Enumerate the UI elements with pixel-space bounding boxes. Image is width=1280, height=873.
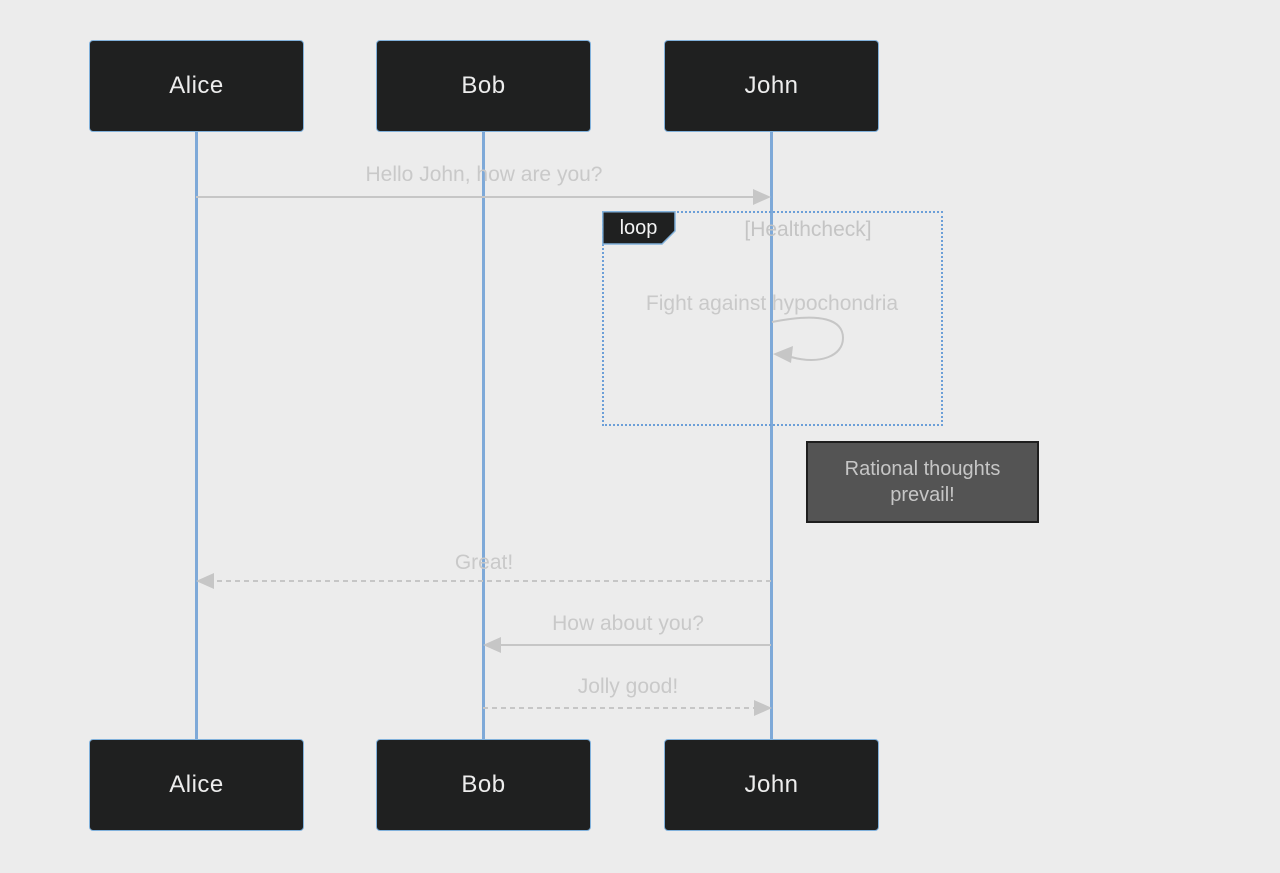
actor-label: John	[744, 771, 799, 798]
actor-bottom-bob: Bob	[376, 739, 591, 831]
actor-label: Bob	[461, 72, 506, 99]
arrow-how-about-you	[483, 637, 771, 653]
message-label-great: Great!	[454, 551, 514, 574]
message-label-how: How about you?	[552, 612, 704, 635]
loop-frame	[602, 211, 943, 426]
actor-label: Bob	[461, 771, 506, 798]
arrowhead-left-icon	[196, 573, 214, 589]
actor-top-alice: Alice	[89, 40, 304, 132]
arrowhead-right-icon	[753, 189, 771, 205]
actor-label: Alice	[169, 771, 224, 798]
actor-label: John	[744, 72, 799, 99]
message-label-jolly: Jolly good!	[577, 675, 679, 698]
arrow-jolly-good	[483, 700, 772, 716]
actor-bottom-alice: Alice	[89, 739, 304, 831]
arrowhead-left-icon	[483, 637, 501, 653]
lifeline-alice	[195, 132, 198, 740]
message-label-hello: Hello John, how are you?	[365, 163, 603, 186]
loop-label: loop	[619, 217, 658, 239]
message-label-self: Fight against hypochondria	[645, 292, 899, 315]
actor-top-john: John	[664, 40, 879, 132]
actor-top-bob: Bob	[376, 40, 591, 132]
lifeline-john	[770, 132, 773, 740]
actor-label: Alice	[169, 72, 224, 99]
actor-bottom-john: John	[664, 739, 879, 831]
loop-condition: [Healthcheck]	[744, 218, 872, 241]
note-box: Rational thoughts prevail!	[806, 441, 1039, 523]
lifeline-bob	[482, 132, 485, 740]
